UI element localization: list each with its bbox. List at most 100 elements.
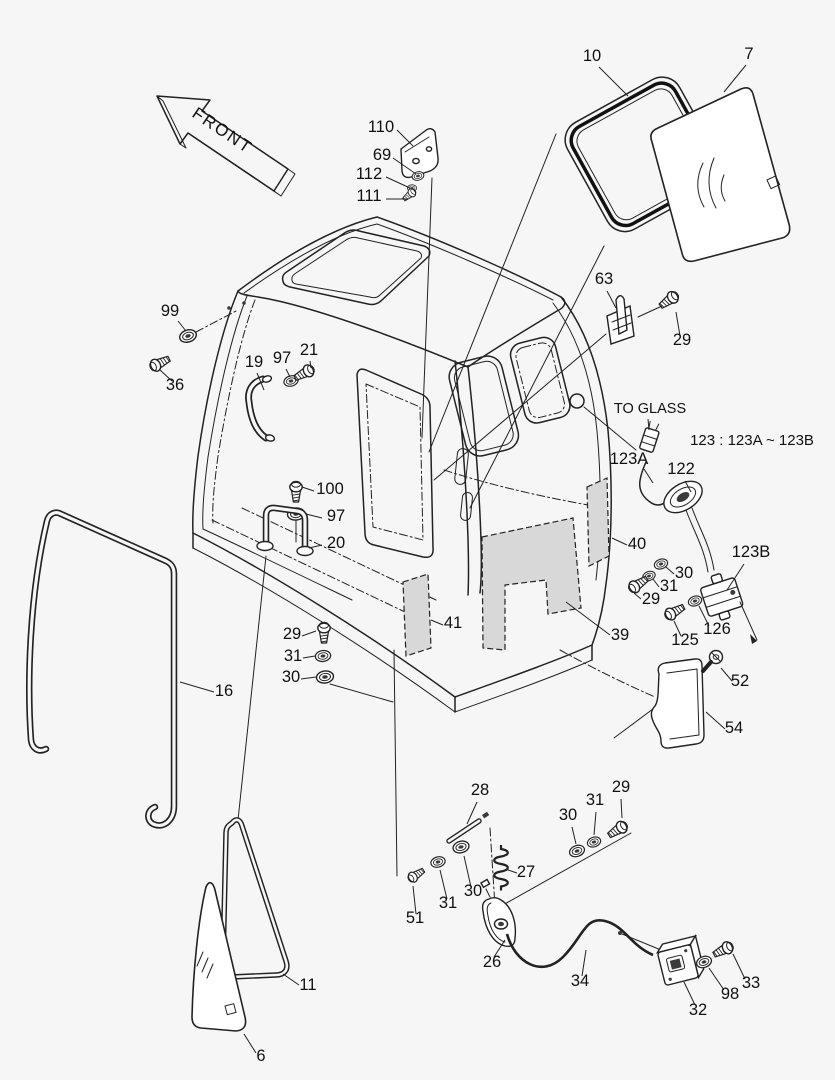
part-label-20-49: 20: [327, 534, 345, 552]
front-arrow-label: FRONT: [189, 104, 256, 158]
leader-line-19-10: [256, 372, 265, 391]
leader-line-110-0: [396, 129, 414, 147]
part-label-97-48: 97: [327, 507, 345, 525]
leader-line-52-30: [720, 667, 733, 682]
leader-line-30-19: [665, 566, 675, 575]
rear-window-glass-7: [650, 87, 791, 263]
part-label-123-123A-123B-14: 123 : 123A ~ 123B: [690, 432, 814, 449]
leader-line-6-46: [243, 1033, 257, 1054]
part-label-6-46: 6: [256, 1047, 265, 1065]
part-label-29-7: 29: [673, 331, 691, 349]
part-label-30-19: 30: [675, 564, 693, 582]
front-direction-arrow: FRONT: [156, 95, 296, 197]
hook-20-group: [256, 480, 314, 557]
leader-line-125-23: [673, 620, 682, 637]
install-guide-lines: [428, 133, 605, 509]
part-label-10-4: 10: [583, 47, 601, 65]
latch-63-group: [433, 288, 682, 481]
part-label-19-10: 19: [245, 353, 263, 371]
part-label-29-26: 29: [283, 625, 301, 643]
part-label-30-28: 30: [282, 668, 300, 686]
leader-line-7-5: [723, 64, 747, 93]
leader-line-30-38: [571, 826, 577, 845]
side-window-rear: [509, 336, 571, 424]
leader-lines: [159, 64, 747, 1054]
leader-line-31-39: [593, 811, 597, 836]
cover-54-group: [613, 649, 724, 749]
part-label-27-33: 27: [517, 863, 535, 881]
leader-line-20-49: [308, 544, 323, 549]
leader-line-98-43: [708, 967, 725, 991]
insulation-pads: [402, 477, 610, 657]
grommet-122: [663, 480, 703, 514]
part-label-51-36: 51: [406, 909, 424, 927]
cab-body: [192, 216, 656, 713]
leader-line-29-26: [301, 630, 317, 637]
leader-line-63-6: [606, 290, 617, 309]
leader-line-30-34: [463, 855, 472, 888]
part-label-123A-15: 123A: [610, 450, 649, 468]
part-label-36-9: 36: [166, 376, 184, 394]
leader-line-21-12: [309, 360, 312, 369]
part-label-122-16: 122: [667, 460, 695, 478]
bracket-110-group: [400, 128, 439, 439]
leader-line-31-35: [439, 869, 448, 900]
leader-line-34-41: [581, 949, 587, 977]
leader-line-32-42: [683, 981, 696, 1006]
leader-line-39-24: [565, 601, 611, 636]
part-label-39-24: 39: [611, 626, 629, 644]
part-label-123B-17: 123B: [732, 543, 771, 561]
leader-line-29-7: [675, 311, 681, 337]
leader-line-54-31: [705, 711, 726, 730]
leader-line-97-48: [305, 513, 323, 519]
fastener-stack-left: [314, 621, 394, 703]
leader-line-112-2: [385, 176, 411, 189]
pad-39: [481, 517, 582, 651]
part-label-30-38: 30: [559, 806, 577, 824]
handle-19-group: [245, 361, 318, 442]
part-label-29-40: 29: [612, 778, 630, 796]
leader-line-27-33: [507, 869, 518, 874]
part-label-112-2: 112: [356, 165, 382, 183]
leader-line-40-18: [611, 537, 628, 546]
door-release-mechanism: [393, 649, 737, 986]
part-label-52-30: 52: [731, 672, 749, 690]
leader-line-41-25: [430, 619, 444, 626]
part-label-63-6: 63: [595, 270, 613, 288]
pad-41: [402, 573, 432, 657]
part-label-33-44: 33: [742, 974, 760, 992]
leader-line-30-28: [300, 676, 317, 680]
leader-line-29-40: [620, 798, 623, 819]
part-label-31-20: 31: [660, 577, 678, 595]
part-label-97-11: 97: [273, 349, 291, 367]
leader-line-97-11: [285, 368, 291, 378]
leader-line-29-21: [633, 592, 642, 600]
leader-line-69-1: [392, 157, 417, 175]
part-label-31-39: 31: [586, 791, 604, 809]
leader-line-123B-17: [726, 563, 745, 591]
part-label-11-45: 11: [299, 976, 316, 994]
part-label-TO-GLASS-13: TO GLASS: [614, 401, 686, 417]
side-window-front: [448, 355, 520, 457]
part-label-21-12: 21: [300, 341, 318, 359]
leader-line-33-44: [732, 953, 746, 980]
leader-line-26-37: [493, 939, 506, 958]
leader-line-31-27: [302, 655, 316, 659]
leader-line-99-8: [177, 320, 187, 332]
leader-line-TO-GLASS-13: [647, 418, 650, 431]
leader-line-100-47: [301, 486, 315, 492]
part-label-31-27: 31: [284, 647, 302, 665]
leader-line-11-45: [282, 973, 300, 986]
part-label-16-29: 16: [215, 682, 233, 700]
corner-glass-6: [191, 881, 247, 1032]
leader-line-126-22: [698, 605, 710, 627]
part-label-41-25: 41: [444, 614, 462, 632]
leader-line-51-36: [412, 885, 417, 915]
leader-line-36-9: [159, 369, 173, 382]
part-label-54-31: 54: [725, 719, 743, 737]
part-label-29-21: 29: [642, 590, 660, 608]
part-label-7-5: 7: [744, 45, 753, 63]
part-label-28-32: 28: [471, 781, 489, 799]
